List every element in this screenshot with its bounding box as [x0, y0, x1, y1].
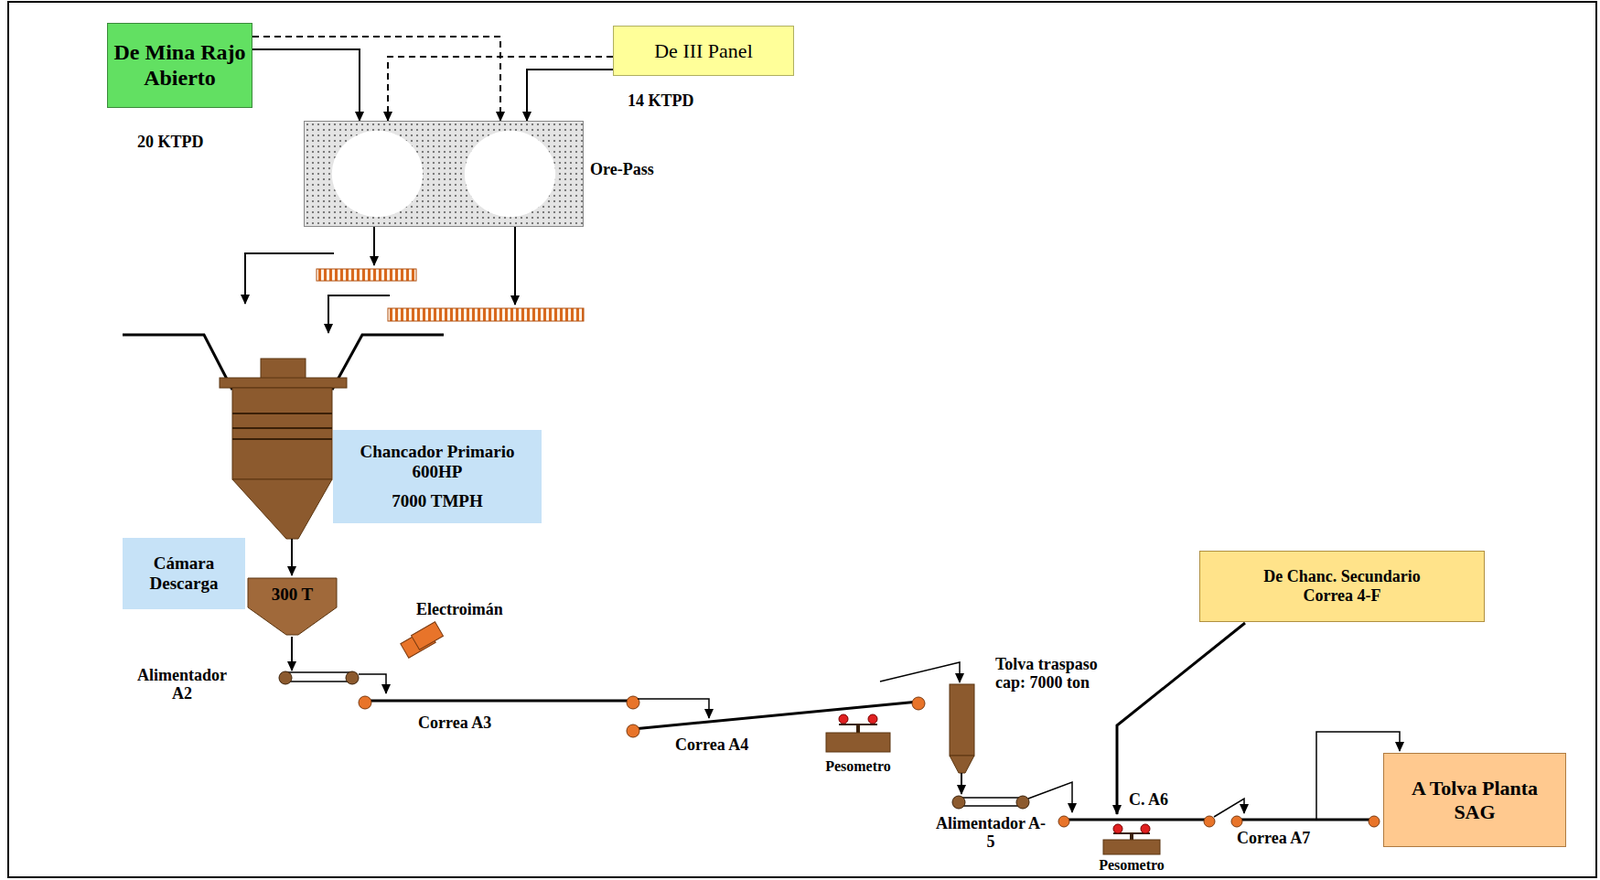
node-text: De Chanc. Secundario Correa 4-F	[1241, 567, 1443, 605]
feed-connector	[526, 69, 613, 121]
crusher-label-box: Chancador Primario 600HP 7000 TMPH	[332, 429, 542, 524]
part-label: Tolva traspaso cap: 7000 ton	[995, 655, 1128, 692]
feed-connector	[387, 56, 613, 121]
chamber-label-box: Cámara Descarga	[122, 537, 246, 610]
frame	[8, 1, 1597, 878]
node-text: 7000 TMPH	[391, 491, 483, 512]
node-text: Ore-Pass	[590, 160, 655, 180]
node-text: Chancador Primario 600HP	[357, 441, 518, 483]
source-box: De III Panel	[612, 25, 795, 76]
conveyors	[279, 622, 1400, 827]
node-text: Cámara Descarga	[122, 553, 246, 594]
destination-box: A Tolva Planta SAG	[1383, 752, 1567, 848]
node-text: 300 T	[271, 584, 314, 605]
part-label: C. A6	[1128, 790, 1203, 809]
electromagnet	[400, 622, 444, 659]
source-box: De Mina Rajo Abierto	[107, 22, 253, 108]
primary-crusher	[219, 358, 347, 539]
node-text: De III Panel	[654, 39, 753, 63]
belt-scale	[1103, 824, 1160, 855]
crusher-hopper	[122, 334, 444, 390]
part-label: Pesometro	[1081, 857, 1182, 874]
part-label: Correa A4	[675, 735, 795, 754]
node-text: De Mina Rajo Abierto	[107, 40, 252, 91]
flow-arrow	[290, 636, 293, 671]
part-label: Alimentador A-5	[934, 814, 1047, 851]
feed-connector	[252, 49, 360, 121]
ore-pass-chambers	[304, 121, 583, 226]
flow-arrow	[290, 538, 293, 576]
source-box: De Chanc. Secundario Correa 4-F	[1199, 550, 1485, 623]
ore-pass: Ore-Pass	[303, 120, 584, 227]
feed-arrows	[245, 253, 390, 333]
part-label: 14 KTPD	[627, 91, 747, 110]
grates	[316, 226, 584, 322]
node-text: A Tolva Planta SAG	[1410, 776, 1539, 824]
part-label: Correa A3	[418, 713, 537, 732]
discharge-hopper: 300 T	[247, 578, 337, 617]
part-label: 20 KTPD	[137, 132, 257, 151]
part-label: Pesometro	[807, 758, 909, 775]
part-label: Alimentador A2	[126, 665, 238, 703]
part-label: Correa A7	[1236, 828, 1356, 848]
belt-scale	[826, 714, 891, 752]
feed-connector	[252, 36, 501, 121]
part-label: Electroimán	[416, 600, 545, 619]
